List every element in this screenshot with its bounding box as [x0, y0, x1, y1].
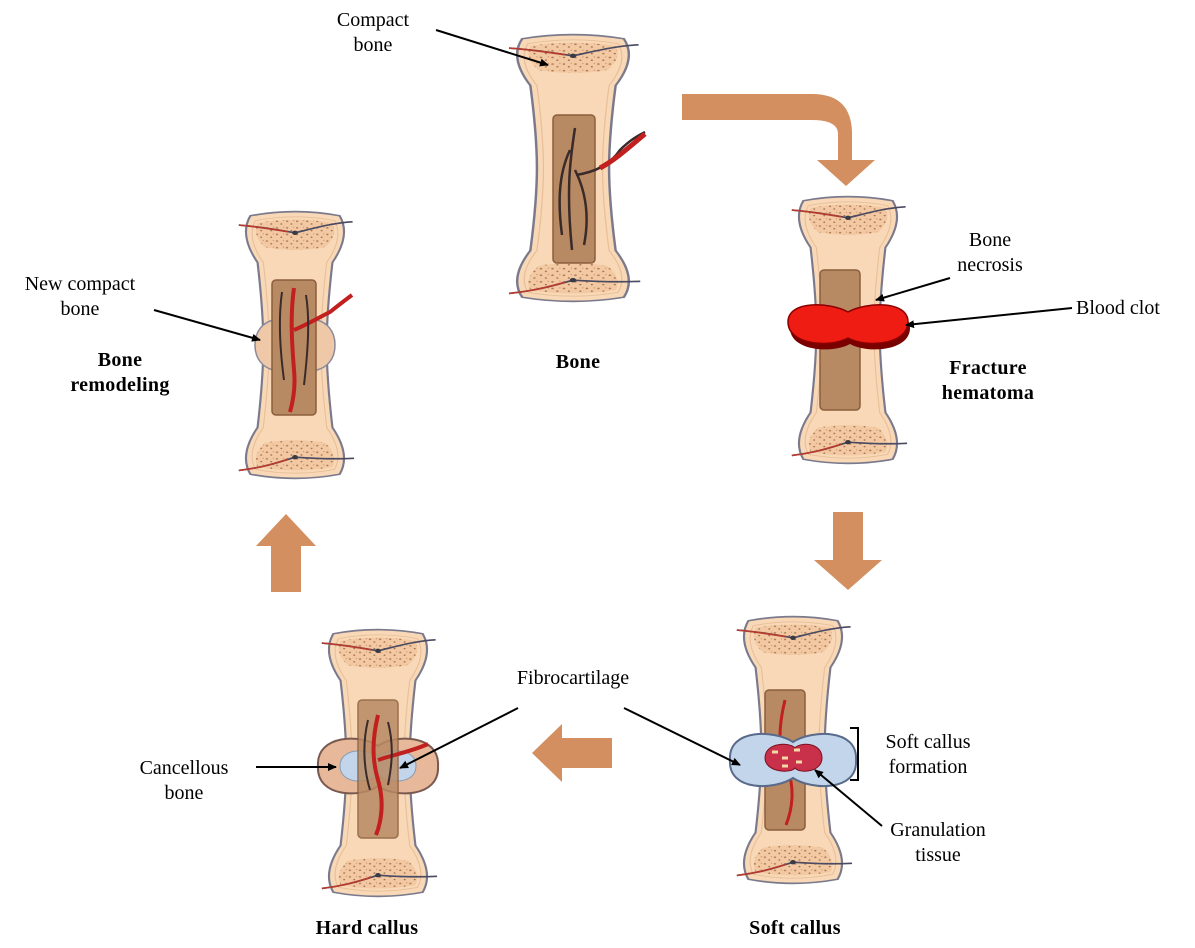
- blood-clot-label: Blood clot: [1076, 296, 1188, 321]
- stage-title-bone-remodeling: Bone remodeling: [55, 348, 185, 398]
- compact-bone-label: Compact bone: [318, 8, 428, 58]
- arrow-hard-callus-to-remodeling: [256, 514, 316, 592]
- stage-title-bone: Bone: [538, 350, 618, 375]
- stage-title-soft-callus: Soft callus: [720, 916, 870, 941]
- arrow-hematoma-to-soft-callus: [814, 512, 882, 590]
- new-compact-bone-label: New compact bone: [5, 272, 155, 322]
- fibrocartilage-hard-pointer: [400, 708, 518, 768]
- soft-callus-mass: [730, 734, 856, 786]
- bone-necrosis-label: Bone necrosis: [945, 228, 1035, 278]
- arrow-bone-to-hematoma: [682, 94, 875, 186]
- fibrocartilage-soft-pointer: [624, 708, 740, 765]
- soft-callus-formation-label: Soft callus formation: [866, 730, 990, 780]
- bone-necrosis-pointer: [876, 278, 950, 300]
- cancellous-bone-label: Cancellous bone: [118, 756, 250, 806]
- arrow-soft-to-hard-callus: [532, 724, 612, 782]
- blood-clot: [788, 305, 910, 350]
- stage-title-hard-callus: Hard callus: [292, 916, 442, 941]
- remodeling-marrow: [272, 280, 352, 415]
- new-compact-bone-pointer: [154, 310, 260, 340]
- granulation-tissue-label: Granulation tissue: [868, 818, 1008, 868]
- blood-clot-pointer: [906, 308, 1072, 325]
- stage-title-fracture-hematoma: Fracture hematoma: [918, 356, 1058, 406]
- fibrocartilage-label: Fibrocartilage: [468, 666, 678, 691]
